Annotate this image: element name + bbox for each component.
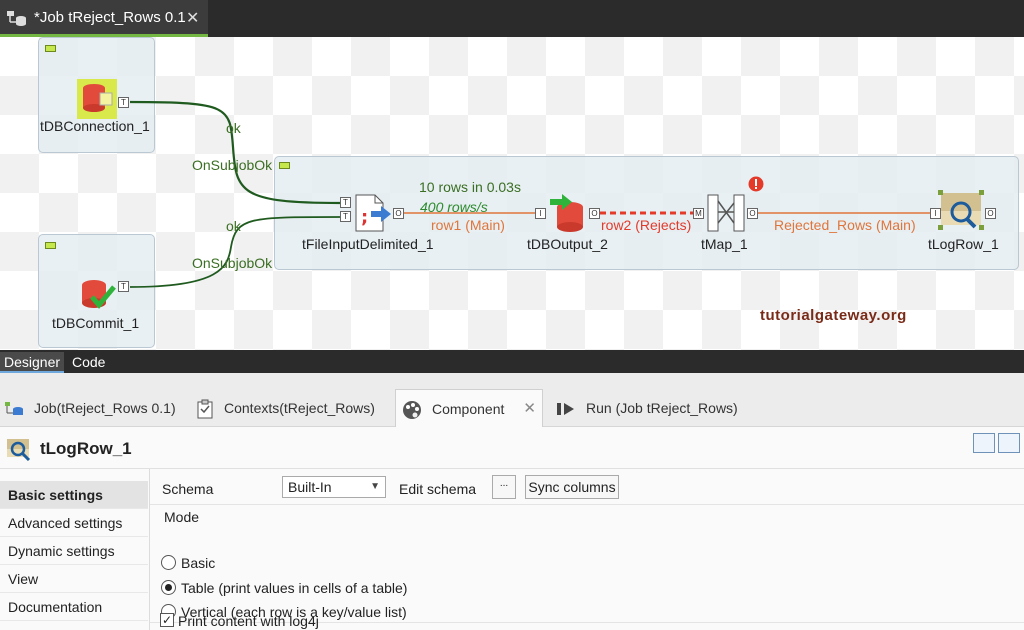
schema-label: Schema bbox=[162, 481, 214, 497]
close-icon[interactable]: ✕ bbox=[186, 10, 200, 27]
basic-settings-form: Schema Built-In ▼ Edit schema ... Sync c… bbox=[150, 469, 1024, 630]
dbcommit-icon[interactable] bbox=[78, 277, 118, 313]
job-icon bbox=[7, 11, 26, 26]
file-input-icon[interactable]: ; bbox=[353, 193, 393, 233]
tab-contexts[interactable]: Contexts(tReject_Rows) bbox=[196, 389, 392, 427]
port-output[interactable]: O bbox=[393, 208, 404, 219]
error-icon[interactable] bbox=[748, 176, 764, 192]
watermark: tutorialgateway.org bbox=[760, 307, 907, 324]
component-title: tLogRow_1 bbox=[40, 439, 132, 458]
layout-grid-button[interactable] bbox=[973, 433, 995, 453]
link-label-onsubjobok: OnSubjobOk bbox=[192, 157, 273, 173]
subjob-collapse-toggle[interactable] bbox=[279, 162, 290, 169]
logrow-icon bbox=[7, 439, 31, 461]
mode-vertical-label: Vertical (each row is a key/value list) bbox=[181, 604, 407, 620]
edit-schema-button[interactable]: ... bbox=[492, 475, 516, 499]
nav-divider bbox=[149, 469, 150, 630]
job-designer-canvas[interactable]: T tDBConnection_1 T tDBCommit_1 ok OnSub… bbox=[0, 37, 1024, 350]
mode-basic-radio[interactable] bbox=[161, 555, 176, 570]
subjob-collapse-toggle[interactable] bbox=[45, 242, 56, 249]
palette-icon bbox=[403, 401, 421, 420]
stats-rate-label: 400 rows/s bbox=[420, 199, 488, 215]
mode-basic-label: Basic bbox=[181, 555, 216, 571]
view-tab-bar: Job(tReject_Rows 0.1) Contexts(tReject_R… bbox=[0, 373, 1024, 427]
job-icon bbox=[5, 402, 23, 416]
port-trigger[interactable]: T bbox=[340, 197, 351, 208]
editor-tab-bar: *Job tReject_Rows 0.1 ✕ bbox=[0, 0, 1024, 37]
link-label-row2[interactable]: row2 (Rejects) bbox=[601, 217, 692, 233]
link-label-rejected[interactable]: Rejected_Rows (Main) bbox=[774, 217, 916, 233]
node-label-logrow: tLogRow_1 bbox=[928, 236, 999, 252]
node-label-dboutput: tDBOutput_2 bbox=[527, 236, 608, 252]
component-panel: tLogRow_1 Basic settings Advanced settin… bbox=[0, 427, 1024, 630]
close-icon[interactable]: ✕ bbox=[523, 400, 536, 417]
tab-job[interactable]: Job(tReject_Rows 0.1) bbox=[4, 389, 190, 427]
dboutput-icon[interactable] bbox=[548, 193, 588, 233]
layout-buttons bbox=[970, 433, 1020, 456]
link-label-row1[interactable]: row1 (Main) bbox=[431, 217, 505, 233]
port-output[interactable]: O bbox=[747, 208, 758, 219]
nav-basic-settings[interactable]: Basic settings bbox=[0, 481, 148, 509]
port-trigger[interactable]: T bbox=[118, 97, 129, 108]
schema-select[interactable]: Built-In ▼ bbox=[282, 476, 386, 498]
tab-component-label: Component bbox=[432, 401, 505, 417]
tab-run-label: Run (Job tReject_Rows) bbox=[586, 400, 738, 416]
logrow-icon[interactable] bbox=[938, 190, 984, 230]
nav-dynamic-settings[interactable]: Dynamic settings bbox=[0, 537, 148, 565]
schema-select-value: Built-In bbox=[288, 479, 332, 495]
nav-documentation[interactable]: Documentation bbox=[0, 593, 148, 621]
port-trigger[interactable]: T bbox=[118, 281, 129, 292]
tab-run[interactable]: Run (Job tReject_Rows) bbox=[556, 389, 756, 427]
sync-columns-button[interactable]: Sync columns bbox=[525, 475, 619, 499]
mode-group-label: Mode bbox=[164, 509, 200, 525]
divider bbox=[150, 504, 1024, 505]
port-input[interactable]: I bbox=[930, 208, 941, 219]
log4j-checkbox[interactable]: ✓ bbox=[160, 613, 174, 627]
dbconnection-icon[interactable] bbox=[77, 79, 117, 119]
run-icon bbox=[557, 403, 574, 416]
svg-text:;: ; bbox=[361, 207, 368, 228]
component-header: tLogRow_1 bbox=[0, 427, 1024, 469]
tab-job-label: Job(tReject_Rows 0.1) bbox=[34, 400, 176, 416]
tmap-icon[interactable] bbox=[706, 193, 746, 233]
tab-contexts-label: Contexts(tReject_Rows) bbox=[224, 400, 375, 416]
port-trigger[interactable]: T bbox=[340, 211, 351, 222]
node-label-tmap: tMap_1 bbox=[701, 236, 748, 252]
tab-code[interactable]: Code bbox=[72, 354, 106, 370]
edit-schema-label: Edit schema bbox=[399, 481, 477, 497]
node-label-dbcommit: tDBCommit_1 bbox=[52, 315, 140, 331]
subjob-collapse-toggle[interactable] bbox=[45, 45, 56, 52]
port-input[interactable]: I bbox=[535, 208, 546, 219]
link-label-ok: ok bbox=[226, 218, 241, 234]
clipboard-icon bbox=[197, 399, 213, 419]
link-label-ok: ok bbox=[226, 120, 241, 136]
tab-component[interactable]: Component ✕ bbox=[395, 389, 543, 427]
settings-nav: Basic settings Advanced settings Dynamic… bbox=[0, 481, 148, 621]
nav-advanced-settings[interactable]: Advanced settings bbox=[0, 509, 148, 537]
editor-tab-job[interactable]: *Job tReject_Rows 0.1 ✕ bbox=[0, 0, 208, 37]
designer-code-tabbar: Designer Code bbox=[0, 350, 1024, 373]
node-label-dbconnection: tDBConnection_1 bbox=[40, 118, 150, 134]
port-main[interactable]: M bbox=[693, 208, 704, 219]
port-output[interactable]: O bbox=[985, 208, 996, 219]
stats-rows-label: 10 rows in 0.03s bbox=[419, 179, 521, 195]
node-label-fileinput: tFileInputDelimited_1 bbox=[302, 236, 434, 252]
chevron-down-icon: ▼ bbox=[370, 481, 380, 492]
link-label-onsubjobok: OnSubjobOk bbox=[192, 255, 273, 271]
connection-lines bbox=[129, 100, 930, 288]
log4j-label: Print content with log4j bbox=[178, 613, 319, 629]
divider bbox=[150, 622, 1024, 623]
tab-designer[interactable]: Designer bbox=[0, 352, 65, 373]
mode-table-radio[interactable] bbox=[161, 580, 176, 595]
editor-tab-title: *Job tReject_Rows 0.1 bbox=[34, 9, 186, 26]
nav-view[interactable]: View bbox=[0, 565, 148, 593]
port-output[interactable]: O bbox=[589, 208, 600, 219]
mode-table-label: Table (print values in cells of a table) bbox=[181, 580, 408, 596]
layout-list-button[interactable] bbox=[998, 433, 1020, 453]
